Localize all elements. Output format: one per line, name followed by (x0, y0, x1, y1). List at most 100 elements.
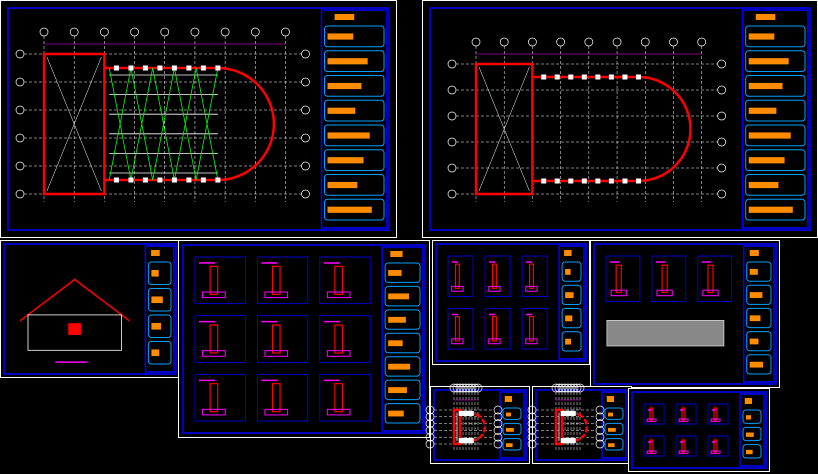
axis-bubble (425, 432, 435, 442)
axis-bubble (566, 383, 576, 393)
wall (562, 412, 589, 442)
title-field-text (327, 157, 364, 164)
sheet-details-stair[interactable] (432, 240, 590, 365)
axis-bubble (640, 37, 650, 47)
title-field-text (327, 33, 354, 40)
logo (749, 250, 759, 256)
detail-frame (319, 256, 371, 305)
axis-bubble (301, 105, 310, 115)
wall (104, 66, 276, 182)
column (171, 177, 177, 183)
sheet-border (532, 386, 632, 464)
axis-bubble (447, 111, 457, 121)
bracing (195, 67, 219, 181)
title-field (147, 341, 172, 365)
sheet-plan-structure-2[interactable] (422, 0, 818, 238)
wall (460, 412, 487, 442)
logo (504, 396, 512, 402)
title-field-text (151, 296, 163, 304)
title-field (324, 198, 385, 221)
axis-bubble (15, 105, 25, 115)
title-field (502, 407, 522, 420)
detail-element (271, 324, 281, 354)
sheet-plan-small-1[interactable] (425, 383, 530, 464)
detail-element (334, 383, 344, 413)
axis-bubble (717, 189, 727, 199)
title-field-text (746, 415, 751, 420)
drawing-frame (429, 7, 811, 231)
detail-footing (326, 291, 351, 299)
title-field-text (748, 107, 777, 114)
title-field (502, 422, 522, 436)
detail-footing (326, 408, 351, 416)
axis-bubble (717, 163, 727, 173)
column (595, 74, 601, 80)
column (541, 74, 547, 80)
title-field (324, 124, 385, 147)
detail-element (681, 439, 686, 453)
detail-frame (521, 308, 548, 350)
title-field-text (565, 292, 574, 299)
drawing-frame (435, 243, 587, 362)
title-field (745, 174, 806, 196)
sheet-section-wall[interactable] (590, 240, 780, 388)
title-field (384, 379, 421, 401)
detail-element (681, 407, 686, 421)
column (113, 65, 119, 71)
sheet-plan-small-2[interactable] (527, 383, 632, 464)
sheet-details-foundation[interactable] (178, 240, 430, 438)
title-field-text (388, 316, 406, 323)
detail-frame (643, 435, 665, 457)
title-field-text (388, 270, 402, 276)
detail-footing (451, 285, 464, 292)
column (570, 438, 576, 444)
title-field (384, 403, 421, 424)
title-field-text (608, 443, 615, 448)
detail-element (649, 439, 654, 453)
detail-frame (256, 373, 309, 422)
wall (554, 408, 564, 446)
title-field (384, 332, 421, 354)
axis-bubble (301, 49, 310, 59)
column (608, 178, 614, 184)
column (468, 438, 474, 444)
detail-element (334, 324, 344, 354)
title-field-text (506, 443, 513, 448)
axis-bubble (557, 383, 567, 393)
wall-section (606, 320, 725, 347)
column (595, 178, 601, 184)
column (186, 65, 192, 71)
title-field-text (748, 181, 779, 189)
void-cross (478, 66, 530, 192)
axis-bubble (584, 37, 594, 47)
detail-element (454, 263, 460, 290)
axis-bubble (527, 419, 537, 428)
title-field-text (506, 427, 514, 432)
axis-bubble (69, 27, 79, 37)
bracing (108, 67, 132, 181)
title-field (384, 356, 421, 377)
detail-footing (710, 450, 721, 454)
title-field-text (746, 432, 754, 437)
title-field (324, 50, 385, 72)
sheet-details-beams[interactable] (628, 388, 770, 472)
void-cross (46, 56, 102, 192)
axis-bubble (250, 27, 260, 37)
sheet-plan-structure-1[interactable] (0, 0, 397, 238)
detail-footing (525, 285, 538, 292)
title-field (745, 99, 806, 122)
column (568, 178, 574, 184)
axis-bubble (301, 133, 310, 143)
title-field (742, 409, 762, 424)
title-field (746, 331, 772, 352)
sheet-elevation-roof[interactable] (0, 240, 180, 378)
column (142, 177, 148, 183)
detail-element (209, 383, 219, 413)
detail-frame (194, 256, 246, 305)
axis-bubble (575, 383, 585, 393)
axis-bubble (499, 37, 509, 47)
axis-bubble (551, 383, 561, 393)
title-field-text (565, 315, 573, 322)
axis-bubble (595, 405, 605, 415)
